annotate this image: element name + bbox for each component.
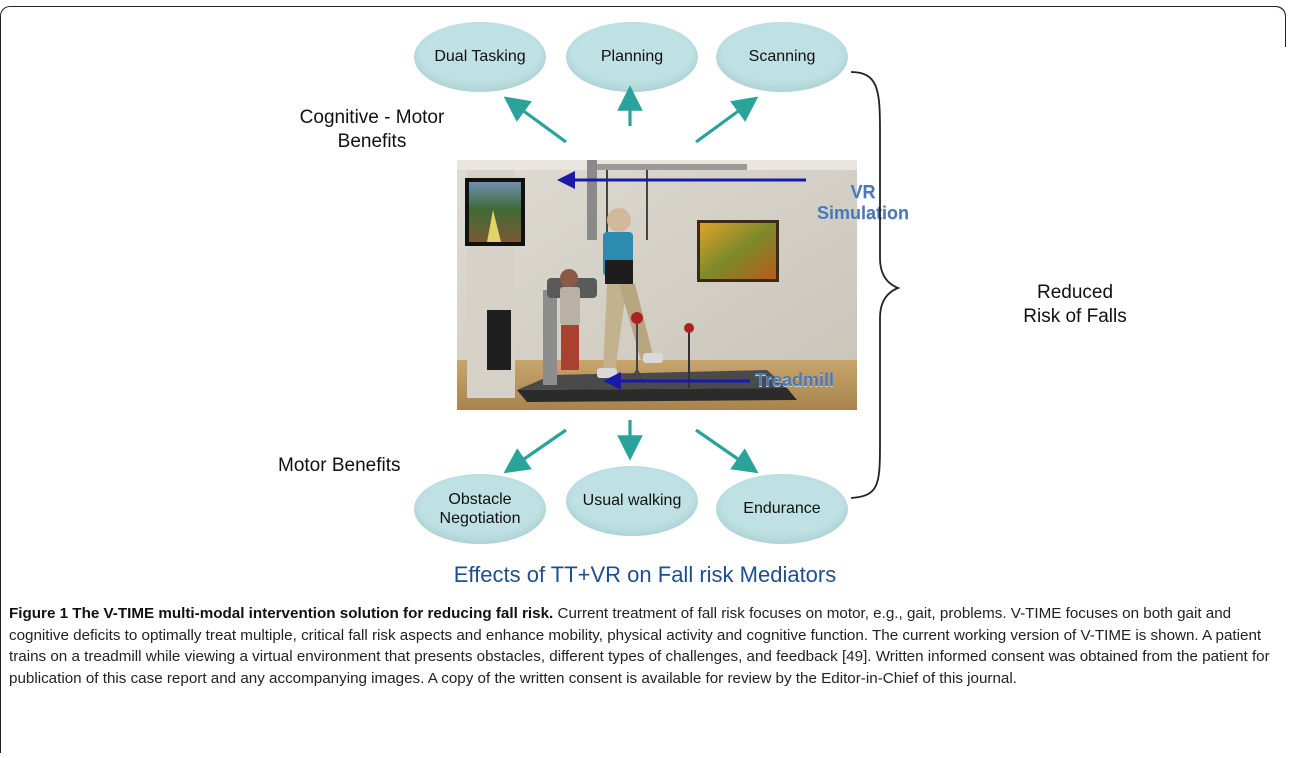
figure-frame-corner bbox=[1275, 6, 1286, 47]
treadmill-vr-photo bbox=[457, 160, 857, 410]
treadmill-label: Treadmill bbox=[755, 370, 835, 390]
caption-title: Figure 1 The V-TIME multi-modal interven… bbox=[9, 605, 554, 622]
node-obstacle-negotiation: Obstacle Negotiation bbox=[414, 474, 546, 544]
arrow-to-dual-tasking bbox=[503, 96, 567, 144]
node-dual-tasking: Dual Tasking bbox=[414, 22, 546, 92]
figure-frame bbox=[0, 6, 1285, 753]
node-usual-walking: Usual walking bbox=[566, 466, 698, 536]
figure-caption: Figure 1 The V-TIME multi-modal interven… bbox=[9, 603, 1271, 689]
photo-illustration bbox=[457, 160, 857, 410]
vr-simulation-label: VR Simulation bbox=[816, 181, 909, 224]
arrow-to-endurance bbox=[695, 428, 759, 474]
diagram-title: Effects of TT+VR on Fall risk Mediators bbox=[453, 562, 837, 587]
reduced-risk-label: Reduced Risk of Falls bbox=[1023, 281, 1127, 328]
node-label: Planning bbox=[600, 48, 664, 66]
node-label: Scanning bbox=[748, 48, 816, 66]
arrow-to-obstacle bbox=[503, 428, 567, 474]
node-scanning: Scanning bbox=[716, 22, 848, 92]
blue-arrows bbox=[557, 171, 806, 390]
caption-body: Current treatment of fall risk focuses o… bbox=[9, 605, 1270, 687]
node-label: Endurance bbox=[743, 500, 821, 518]
node-label: Usual walking bbox=[582, 492, 682, 510]
arrow-to-scanning bbox=[695, 96, 759, 144]
node-label: Obstacle Negotiation bbox=[439, 490, 521, 527]
node-planning: Planning bbox=[566, 22, 698, 92]
node-endurance: Endurance bbox=[716, 474, 848, 544]
motor-benefits-label: Motor Benefits bbox=[278, 455, 401, 476]
node-label: Dual Tasking bbox=[434, 48, 526, 66]
right-brace bbox=[850, 71, 901, 499]
cognitive-motor-label: Cognitive - Motor Benefits bbox=[299, 106, 445, 152]
teal-arrows bbox=[503, 85, 759, 474]
